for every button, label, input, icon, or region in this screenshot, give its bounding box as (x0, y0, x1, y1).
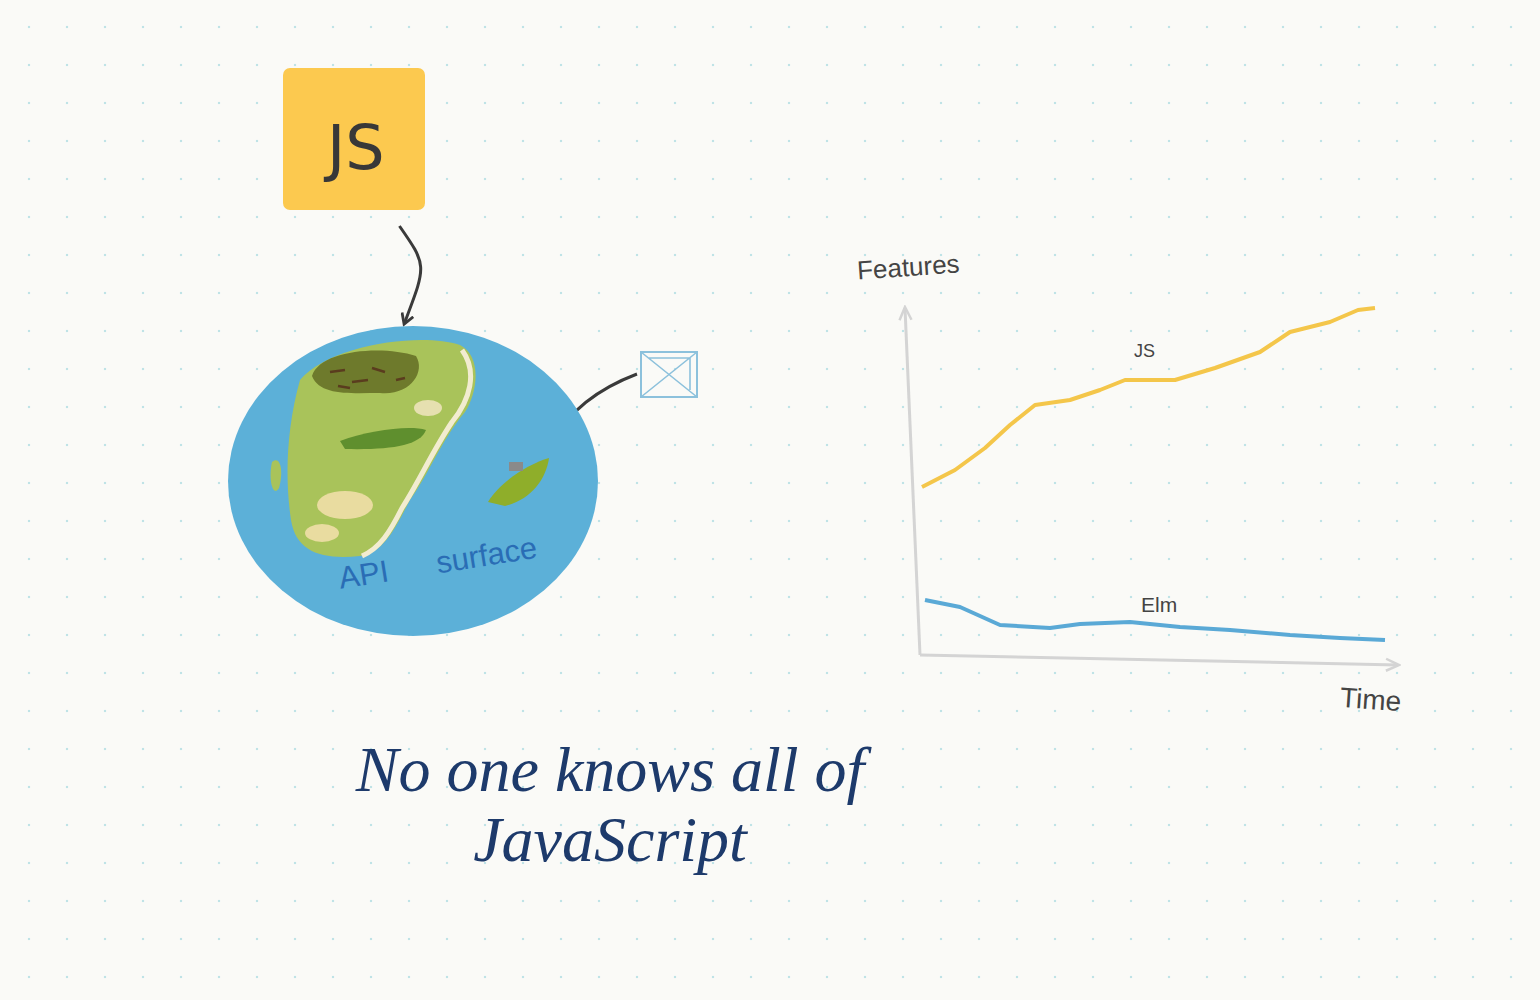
desert (414, 400, 442, 416)
handwritten-caption: No one knows all of JavaScript (300, 735, 920, 876)
series-label: JS (1134, 341, 1155, 362)
logo-box: JS (283, 68, 425, 210)
island-marker (509, 462, 523, 471)
x-axis (920, 655, 1398, 665)
globe-shape (227, 325, 599, 637)
forest (340, 428, 426, 449)
axis-title: Time (1339, 682, 1402, 718)
pointer-arrow (399, 226, 420, 323)
js-line (922, 308, 1375, 487)
desert (317, 491, 373, 519)
logo-text: JS (327, 112, 385, 183)
envelope-lines (641, 352, 697, 397)
island (488, 458, 549, 506)
small-island (271, 460, 282, 491)
y-axis (905, 308, 920, 655)
globe-node: API surface (227, 325, 599, 637)
series-label: Elm (1141, 593, 1177, 617)
terrain-marks (330, 368, 405, 388)
ocean (228, 326, 598, 636)
highland (312, 351, 419, 394)
desert (305, 524, 339, 542)
continent (288, 340, 476, 557)
axis-title: Features (856, 248, 961, 286)
envelope-icon (641, 352, 697, 397)
